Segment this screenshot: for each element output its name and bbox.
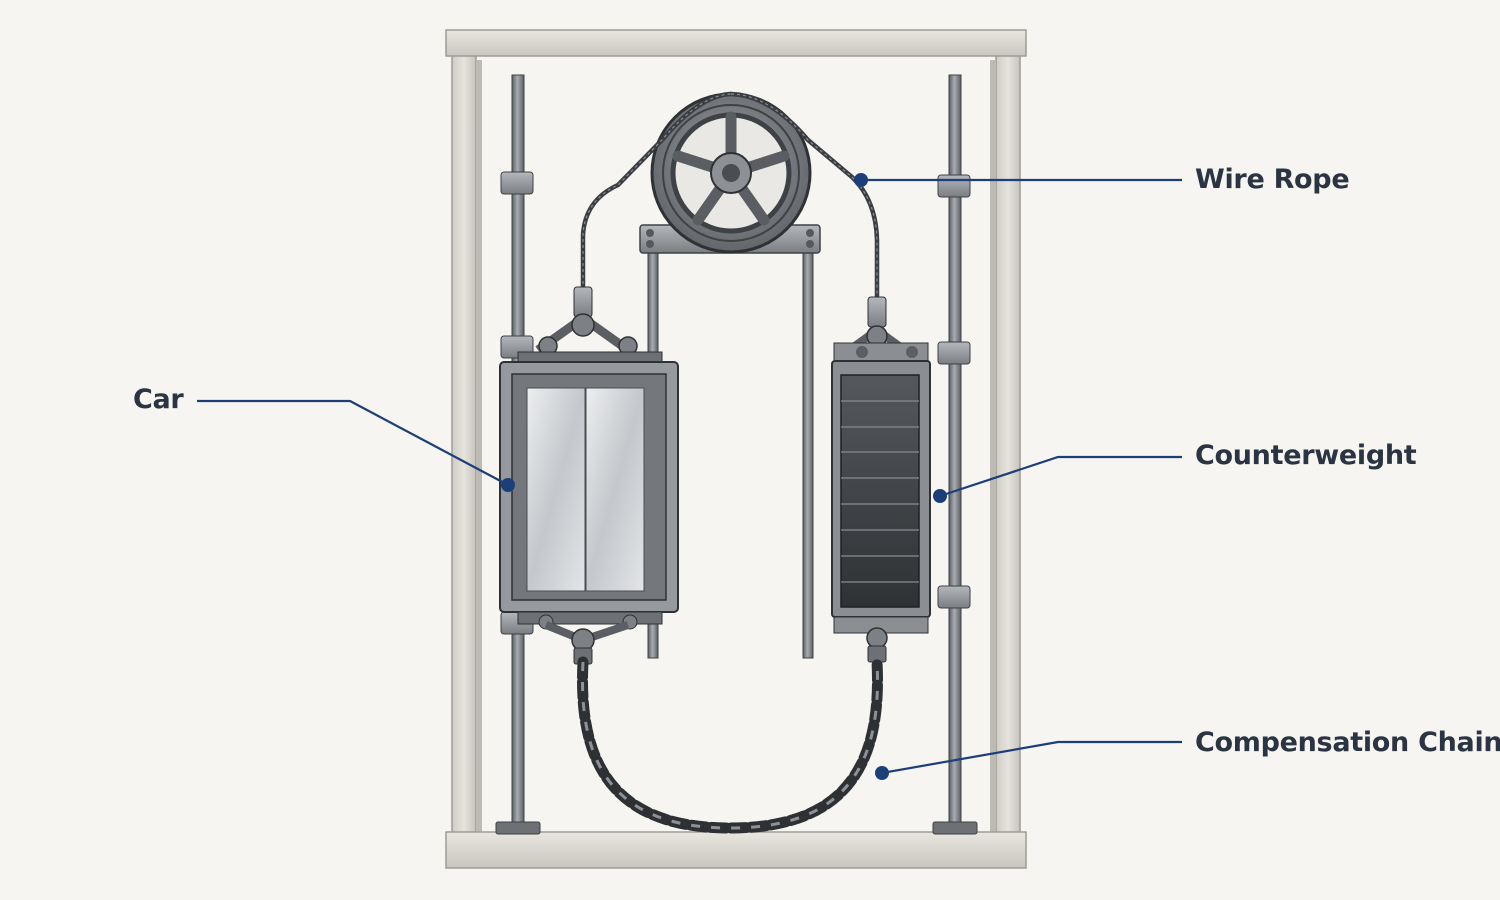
callout-dot-car bbox=[501, 478, 515, 492]
callout-dot-wire-rope bbox=[854, 173, 868, 187]
label-wire-rope: Wire Rope bbox=[1195, 164, 1350, 195]
counterweight-assembly bbox=[831, 296, 931, 663]
callout-dot-counterweight bbox=[933, 489, 947, 503]
leader-compensation-chain bbox=[881, 740, 1182, 775]
guide-rail-right bbox=[932, 74, 978, 835]
label-counterweight: Counterweight bbox=[1195, 440, 1417, 471]
label-compensation-chain: Compensation Chain bbox=[1195, 727, 1500, 758]
callout-dot-compensation-chain bbox=[875, 766, 889, 780]
leader-lines bbox=[197, 178, 1182, 775]
drive-sheave bbox=[650, 92, 812, 254]
label-car: Car bbox=[133, 384, 184, 415]
elevator-car bbox=[499, 286, 679, 665]
leader-counterweight bbox=[939, 455, 1182, 498]
shaft-frame bbox=[445, 29, 1027, 869]
compensation-chain bbox=[577, 656, 883, 834]
leader-car bbox=[197, 399, 509, 486]
